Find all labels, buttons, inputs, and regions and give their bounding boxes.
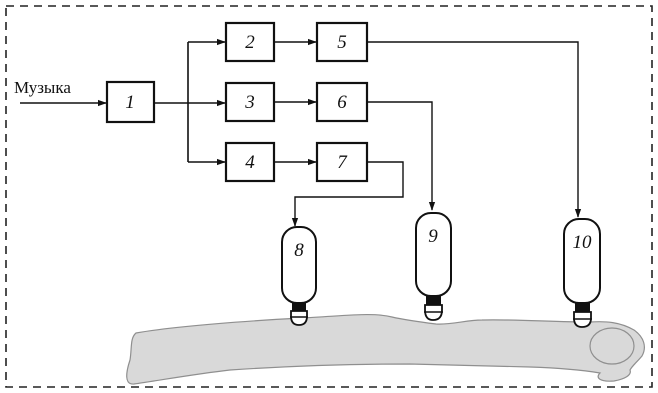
block-7 [315,141,369,183]
device-9-label: 9 [428,226,438,247]
block-5-label: 5 [337,32,347,53]
device-8 [281,226,317,326]
body-head [589,327,635,365]
block-1 [105,80,156,124]
block-3 [224,81,276,123]
block-5 [315,21,369,63]
device-9 [415,212,452,321]
device-8-label: 8 [294,240,304,261]
block-7-label: 7 [337,152,348,173]
device-10-label: 10 [573,232,593,253]
block-4-label: 4 [245,152,255,173]
block-6-label: 6 [337,92,347,113]
block-6 [315,81,369,123]
dashed-frame [5,5,653,388]
block-1-label: 1 [125,92,135,113]
block-2-label: 2 [245,32,255,53]
device-10 [563,218,601,328]
body-silhouette [126,314,645,385]
wire-5-10 [367,41,582,218]
wire-7-8 [291,161,404,227]
block-4 [224,141,276,183]
wire-6-9 [367,101,436,211]
input-label: Музыка [14,78,71,97]
block-3-label: 3 [244,92,255,113]
